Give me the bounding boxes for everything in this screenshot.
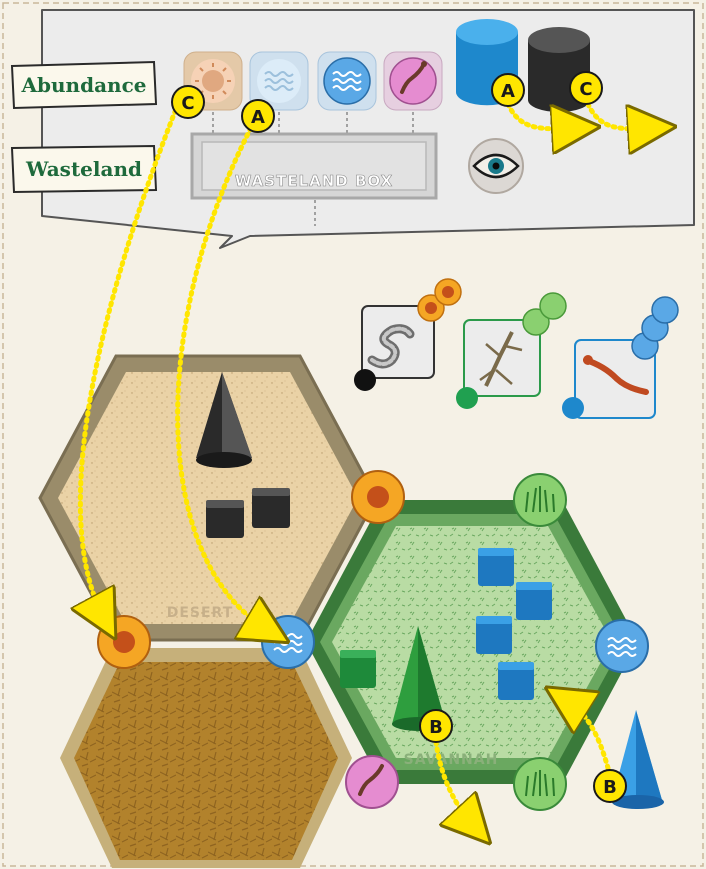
- svg-text:DESERT: DESERT: [167, 605, 234, 621]
- savannah-hex: SAVANNAH: [306, 500, 638, 784]
- wasteland-box: WASTELAND BOX: [192, 134, 436, 198]
- callout-c-cylinder: C: [570, 72, 602, 104]
- snake-card: [354, 279, 461, 391]
- abundance-insect-token: [384, 52, 442, 110]
- salamander-card: [562, 297, 678, 419]
- eye-token: [469, 139, 523, 193]
- svg-text:A: A: [251, 107, 265, 128]
- callout-c-left: C: [172, 86, 204, 118]
- abundance-label: Abundance: [12, 62, 156, 108]
- svg-text:C: C: [181, 93, 194, 114]
- svg-text:B: B: [603, 777, 617, 798]
- callout-b-blue-cone: B: [594, 770, 626, 802]
- abundance-water-token: [318, 52, 376, 110]
- forest-soil-hex: [60, 648, 352, 868]
- sun-token-desert-soil: [98, 616, 150, 668]
- water-token-right: [596, 620, 648, 672]
- sun-token-desert-corner: [352, 471, 404, 523]
- callout-a-cylinder: A: [492, 74, 524, 106]
- svg-text:B: B: [429, 717, 443, 738]
- insect-token-board: [346, 756, 398, 808]
- water-token-left: [262, 616, 314, 668]
- mantis-card: [456, 293, 566, 409]
- sun-icon: [113, 631, 135, 653]
- grass-token-top: [514, 474, 566, 526]
- grass-token-bottom: [514, 758, 566, 810]
- callout-b-green-cone: B: [420, 710, 452, 742]
- callout-a-left: A: [242, 100, 274, 132]
- wasteland-label: Wasteland: [12, 146, 156, 192]
- svg-text:SAVANNAH: SAVANNAH: [404, 752, 499, 768]
- svg-text:A: A: [501, 81, 515, 102]
- green-cube: [340, 650, 376, 688]
- sun-icon: [367, 486, 389, 508]
- svg-text:Wasteland: Wasteland: [25, 157, 142, 181]
- svg-text:C: C: [579, 79, 592, 100]
- svg-text:Abundance: Abundance: [21, 73, 147, 97]
- svg-text:WASTELAND BOX: WASTELAND BOX: [235, 172, 393, 190]
